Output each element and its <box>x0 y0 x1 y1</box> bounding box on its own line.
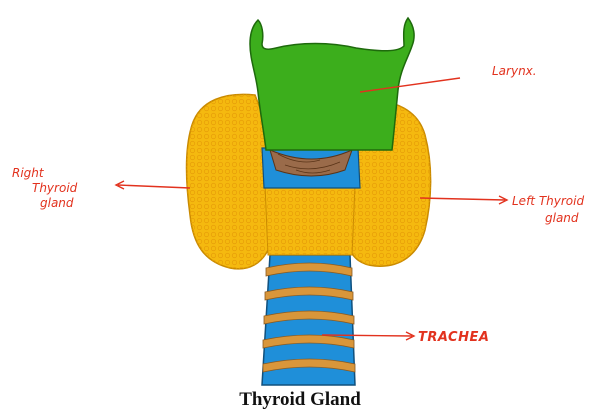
larynx <box>250 18 414 150</box>
figure-caption: Thyroid Gland <box>0 388 600 412</box>
trachea <box>262 255 355 385</box>
cricoid-cartilage <box>262 148 360 188</box>
right-thyroid-arrow <box>116 181 190 189</box>
right-thyroid-label-line1: Right <box>12 166 45 180</box>
left-thyroid-arrow <box>420 196 507 204</box>
right-thyroid-label-line2: Thyroid <box>32 181 78 195</box>
larynx-label: Larynx. <box>492 64 537 78</box>
trachea-label: TRACHEA <box>418 330 489 345</box>
left-thyroid-label-line2: gland <box>545 211 579 225</box>
thyroid-isthmus-texture <box>265 185 355 255</box>
left-thyroid-label-line1: Left Thyroid <box>512 194 584 208</box>
right-thyroid-label-line3: gland <box>40 196 74 210</box>
